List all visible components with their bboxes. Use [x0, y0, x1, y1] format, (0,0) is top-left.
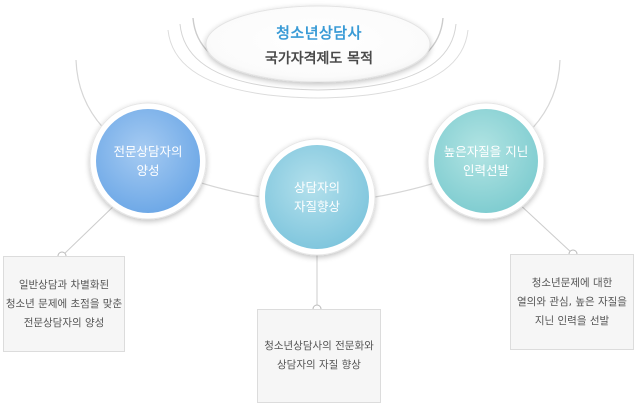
- node-mid-line-2: 자질향상: [293, 199, 340, 214]
- description-mid: 청소년상담사의 전문화와 상담자의 자질 향상: [257, 309, 381, 403]
- description-left-line-2: 청소년 문제에 초점을 맞춘: [5, 297, 123, 310]
- node-mid-label: 상담자의 자질향상: [264, 144, 370, 250]
- description-right-line-2: 열의와 관심, 높은 자질을: [517, 295, 627, 308]
- node-left-line-1: 전문상담자의: [113, 144, 183, 159]
- title-sub: 국가자격제도 목적: [265, 51, 373, 67]
- node-mid-line-1: 상담자의: [293, 180, 340, 195]
- connector-left: [61, 201, 119, 257]
- node-right-line-2: 인력선발: [462, 163, 509, 178]
- node-fill-right: [434, 109, 538, 213]
- title-block: 청소년상담사 국가자격제도 목적: [208, 8, 430, 78]
- title-ellipse: [205, 5, 431, 83]
- title-arc-1: [167, 29, 469, 99]
- node-left-label: 전문상담자의 양성: [95, 108, 201, 214]
- description-right-line-3: 지닌 인력을 선발: [534, 314, 610, 327]
- description-mid-line-2: 상담자의 자질 향상: [277, 359, 361, 371]
- node-fill-left: [96, 109, 200, 213]
- description-right-line-1: 청소년문제에 대한: [531, 276, 613, 289]
- title-arc-2: [179, 23, 457, 91]
- description-left-line-3: 전문상담자의 양성: [23, 316, 105, 329]
- node-right-label: 높은자질을 지닌 인력선발: [433, 108, 539, 214]
- connector-right: [516, 201, 574, 255]
- description-left: 일반상담과 차별화된 청소년 문제에 초점을 맞춘 전문상담자의 양성: [3, 256, 125, 352]
- description-left-line-1: 일반상담과 차별화된: [18, 278, 110, 291]
- title-main: 청소년상담사: [276, 24, 362, 42]
- description-right: 청소년문제에 대한 열의와 관심, 높은 자질을 지닌 인력을 선발: [510, 254, 634, 350]
- node-right-line-1: 높은자질을 지닌: [443, 144, 529, 159]
- description-mid-line-1: 청소년상담사의 전문화와: [264, 340, 374, 352]
- node-left-line-2: 양성: [136, 163, 160, 178]
- node-fill-mid: [265, 145, 369, 249]
